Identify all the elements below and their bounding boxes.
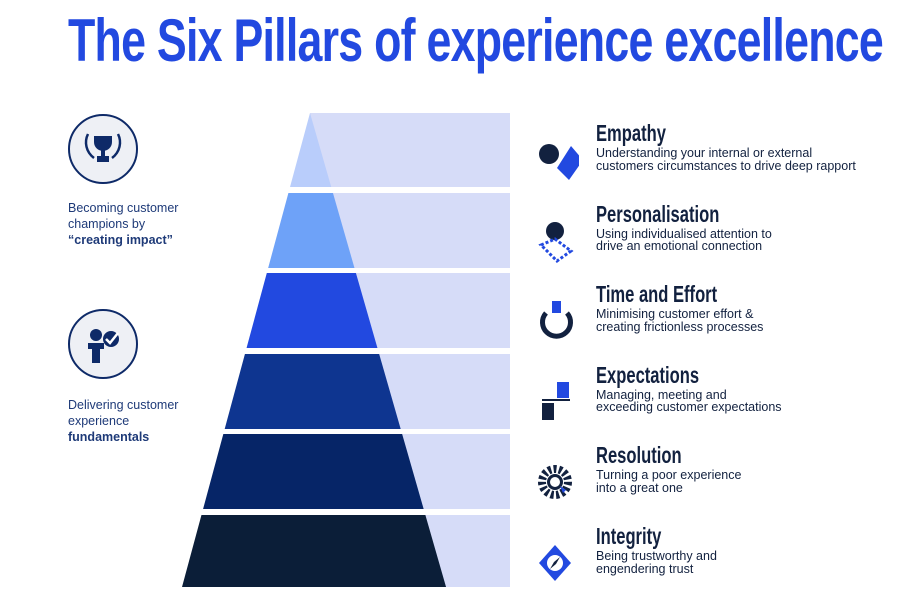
group-fundamentals: Delivering customer experience fundament… (68, 397, 228, 445)
pillar-personalisation: Personalisation Using individualised att… (535, 201, 913, 275)
pillar-time-and-effort: Time and Effort Minimising customer effo… (535, 281, 913, 355)
pyramid-layer (203, 434, 424, 509)
pillar-panel (310, 113, 510, 187)
pillar-empathy: Empathy Understanding your internal or e… (535, 120, 913, 194)
group-text: Becoming customer champions by (68, 201, 179, 231)
pillar-description: Being trustworthy and engendering trust (596, 549, 717, 576)
pillar-title: Empathy (596, 120, 666, 146)
group-bold-text: fundamentals (68, 430, 150, 444)
heart-icon (539, 144, 579, 180)
pyramid-layer (290, 113, 332, 187)
pillar-title: Time and Effort (596, 281, 718, 308)
steps-icon (542, 381, 570, 420)
pillar-title: Integrity (596, 523, 662, 549)
burst-icon (538, 465, 572, 500)
pyramid-layer (224, 354, 401, 429)
trophy-icon (68, 114, 138, 184)
compass-icon (539, 545, 571, 581)
group-impact: Becoming customer champions by “creating… (68, 200, 228, 248)
pillar-description: Using individualised attention to drive … (596, 226, 772, 254)
pillar-integrity: Integrity Being trustworthy and engender… (535, 523, 913, 597)
pillar-description: Turning a poor experience into a great o… (596, 468, 742, 495)
pillar-description: Minimising customer effort & creating fr… (596, 307, 764, 334)
pillar-expectations: Expectations Managing, meeting and excee… (535, 362, 913, 436)
page-title: The Six Pillars of experience excellence (68, 7, 884, 74)
person-check-icon (68, 309, 138, 379)
pillar-title: Expectations (596, 361, 700, 388)
group-bold-text: “creating impact” (68, 233, 173, 247)
pyramid-layer (182, 515, 447, 587)
pyramid-layer (268, 193, 355, 268)
pillar-title: Resolution (596, 442, 682, 469)
group-text: Delivering customer experience (68, 398, 179, 428)
fingerprint-icon (538, 221, 574, 263)
pillar-description: Understanding your internal or external … (596, 146, 856, 173)
pyramid-layer (246, 273, 378, 348)
pillar-title: Personalisation (596, 200, 720, 227)
power-icon (540, 301, 573, 339)
pillar-description: Managing, meeting and exceeding customer… (596, 387, 782, 415)
pillar-resolution: Resolution Turning a poor experience int… (535, 442, 913, 516)
